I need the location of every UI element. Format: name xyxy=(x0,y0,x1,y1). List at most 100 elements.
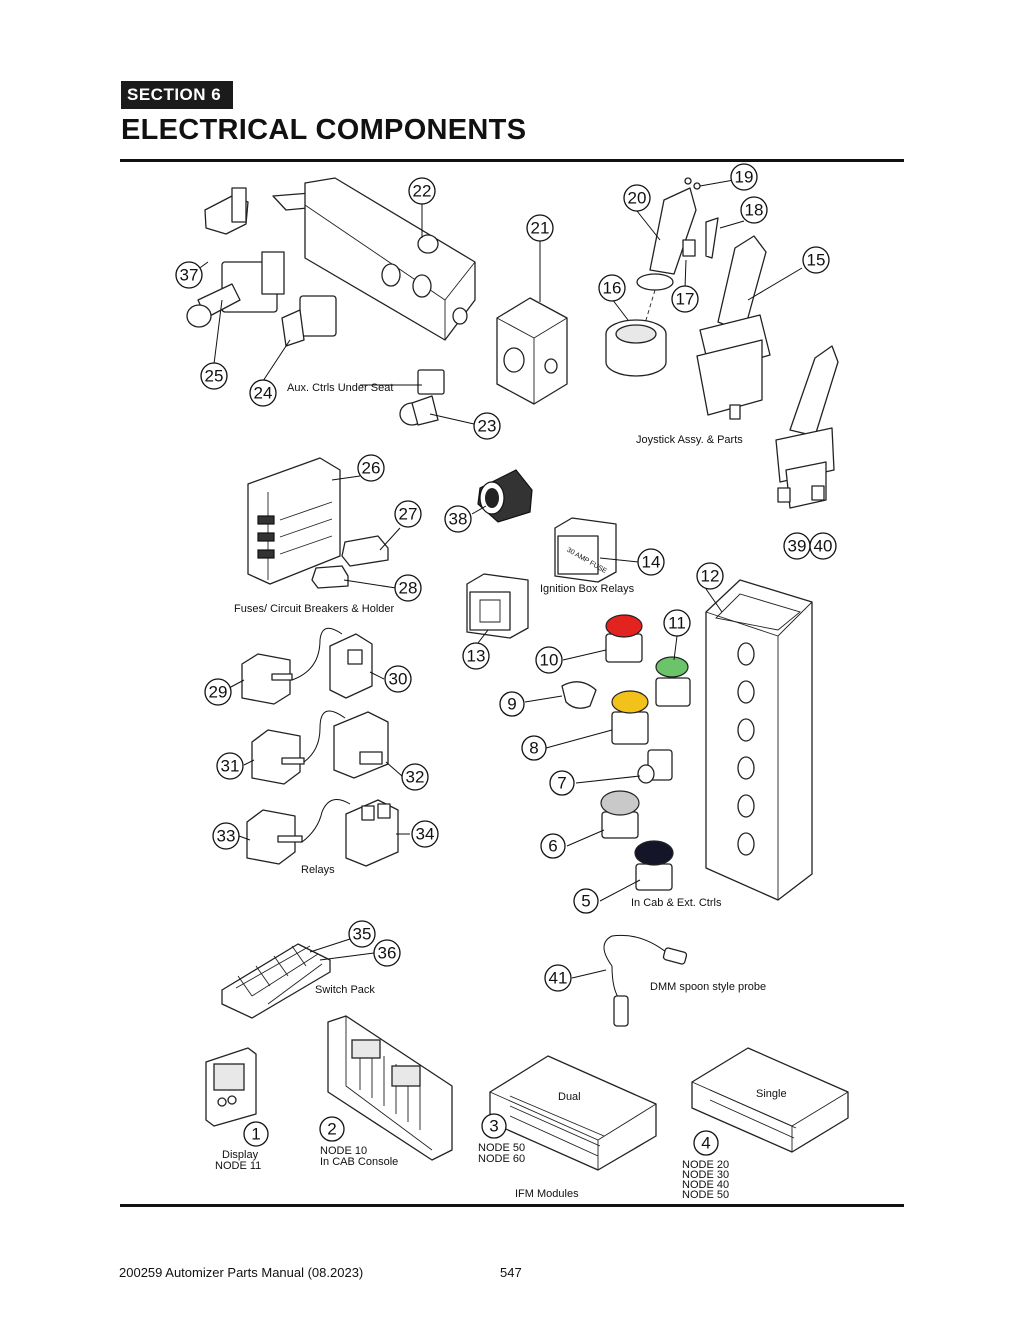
probe-illustration xyxy=(603,934,688,1027)
callout-38: 38 xyxy=(444,505,472,533)
svg-text:23: 23 xyxy=(478,417,497,436)
footer-page-number: 547 xyxy=(500,1265,522,1280)
green-button xyxy=(655,656,689,678)
svg-text:32: 32 xyxy=(406,768,425,787)
svg-text:11: 11 xyxy=(668,614,686,633)
plug-illustration xyxy=(477,469,533,523)
svg-text:25: 25 xyxy=(205,367,224,386)
callout-6: 6 xyxy=(540,833,566,859)
callout-32: 32 xyxy=(401,763,429,791)
push-buttons-illustration xyxy=(561,614,691,891)
control-box-illustration xyxy=(705,579,813,901)
caption-ifm-modules: IFM Modules xyxy=(515,1188,579,1200)
callout-14: 14 xyxy=(637,548,665,576)
svg-text:39: 39 xyxy=(788,537,807,556)
caption-dual: Dual xyxy=(558,1091,581,1103)
bottom-divider xyxy=(120,1204,904,1207)
caption-probe: DMM spoon style probe xyxy=(650,981,766,993)
aux-controls-illustration xyxy=(186,177,568,426)
callout-19: 19 xyxy=(730,163,758,191)
svg-text:6: 6 xyxy=(548,837,557,856)
callout-22: 22 xyxy=(408,177,436,205)
callout-3: 3 xyxy=(481,1113,507,1139)
black-button xyxy=(634,840,674,866)
switch-pack-illustration xyxy=(221,943,331,1019)
svg-text:24: 24 xyxy=(254,384,273,403)
callout-12: 12 xyxy=(696,562,724,590)
callout-41: 41 xyxy=(544,964,572,992)
caption-switch-pack: Switch Pack xyxy=(315,984,375,996)
relays-illustration xyxy=(241,627,399,867)
caption-ignition-relays: Ignition Box Relays xyxy=(540,583,635,595)
svg-text:18: 18 xyxy=(745,201,764,220)
svg-text:12: 12 xyxy=(701,567,720,586)
caption-display: Display xyxy=(222,1149,259,1161)
svg-text:28: 28 xyxy=(399,579,418,598)
callout-21: 21 xyxy=(526,214,554,242)
callout-18: 18 xyxy=(740,196,768,224)
caption-node10-location: In CAB Console xyxy=(320,1156,398,1168)
caption-display-node: NODE 11 xyxy=(215,1160,261,1172)
svg-text:30: 30 xyxy=(389,670,408,689)
callout-25: 25 xyxy=(200,362,228,390)
caption-node50: NODE 50 xyxy=(478,1142,525,1154)
callout-33: 33 xyxy=(212,822,240,850)
callout-28: 28 xyxy=(394,574,422,602)
node10-controller-illustration xyxy=(327,1015,453,1161)
svg-text:34: 34 xyxy=(416,825,435,844)
grey-button xyxy=(600,790,640,816)
ifm-dual-module-illustration xyxy=(489,1055,657,1171)
svg-text:33: 33 xyxy=(217,827,236,846)
ignition-relays-illustration: 30 AMP FUSE xyxy=(466,517,617,639)
caption-single: Single xyxy=(756,1088,787,1100)
svg-text:41: 41 xyxy=(549,969,568,988)
callout-26: 26 xyxy=(357,454,385,482)
svg-text:19: 19 xyxy=(735,168,754,187)
callout-1: 1 xyxy=(243,1121,269,1147)
svg-text:14: 14 xyxy=(642,553,661,572)
svg-text:1: 1 xyxy=(251,1125,260,1144)
callout-11: 11 xyxy=(663,609,691,637)
callout-2: 2 xyxy=(319,1116,345,1142)
svg-text:2: 2 xyxy=(327,1120,336,1139)
svg-text:22: 22 xyxy=(413,182,432,201)
callout-39: 39 xyxy=(783,532,811,560)
caption-node50-single: NODE 50 xyxy=(682,1189,729,1201)
callout-35: 35 xyxy=(348,920,376,948)
svg-text:40: 40 xyxy=(814,537,833,556)
svg-text:21: 21 xyxy=(531,219,550,238)
caption-joystick: Joystick Assy. & Parts xyxy=(636,434,743,446)
svg-text:10: 10 xyxy=(540,651,559,670)
callout-37: 37 xyxy=(175,261,203,289)
svg-text:31: 31 xyxy=(221,757,240,776)
top-divider xyxy=(120,159,904,162)
svg-text:20: 20 xyxy=(628,189,647,208)
svg-text:38: 38 xyxy=(449,510,468,529)
callout-15: 15 xyxy=(802,246,830,274)
joystick-illustration xyxy=(605,177,839,509)
red-button xyxy=(605,614,643,638)
callout-34: 34 xyxy=(411,820,439,848)
svg-text:35: 35 xyxy=(353,925,372,944)
caption-node20: NODE 20 xyxy=(682,1159,729,1171)
svg-text:16: 16 xyxy=(603,279,622,298)
caption-relays: Relays xyxy=(301,864,335,876)
callout-27: 27 xyxy=(394,500,422,528)
callout-8: 8 xyxy=(521,735,547,761)
callout-13: 13 xyxy=(462,642,490,670)
svg-text:4: 4 xyxy=(701,1134,710,1153)
callout-24: 24 xyxy=(249,379,277,407)
callout-29: 29 xyxy=(204,678,232,706)
ifm-single-module-illustration xyxy=(691,1047,849,1153)
svg-text:3: 3 xyxy=(489,1117,498,1136)
caption-aux-ctrls: Aux. Ctrls Under Seat xyxy=(287,382,393,394)
svg-text:37: 37 xyxy=(180,266,199,285)
yellow-button xyxy=(611,690,649,714)
caption-node10: NODE 10 xyxy=(320,1145,367,1157)
callout-23: 23 xyxy=(473,412,501,440)
callout-10: 10 xyxy=(535,646,563,674)
callout-17: 17 xyxy=(671,285,699,313)
callout-16: 16 xyxy=(598,274,626,302)
svg-text:13: 13 xyxy=(467,647,486,666)
